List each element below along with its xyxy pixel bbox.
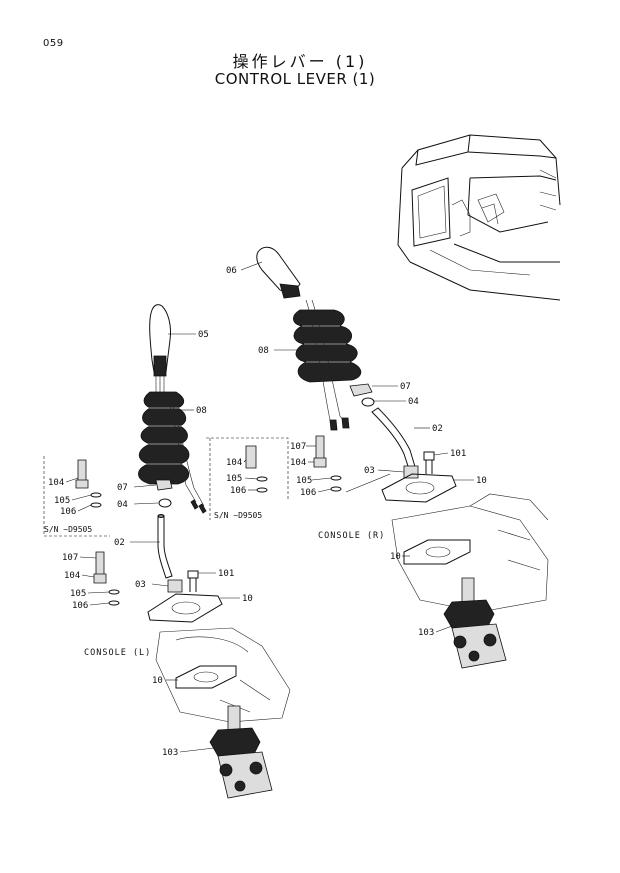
callout-03-left: 03 [135,580,146,590]
page-title: CONTROL LEVER (1) [214,70,376,88]
callout-10-left-upper: 10 [242,594,253,604]
callout-08-right: 08 [258,346,269,356]
callout-10-right-lower: 10 [390,552,401,562]
serial-note-center: S/N ~D9505 [214,511,262,520]
callout-101-left: 101 [218,569,234,579]
callout-106-left: 106 [72,601,88,611]
callout-105-left: 105 [70,589,86,599]
callout-104-center-inset: 104 [226,458,242,468]
grip-05-left [149,304,171,396]
right-lever-assembly [256,246,549,669]
left-lever-assembly [43,304,291,799]
callout-02-right: 02 [432,424,443,434]
callout-106-left-inset: 106 [60,507,76,517]
callout-10-right-upper: 10 [476,476,487,486]
callout-103-right: 103 [418,628,434,638]
callout-04-left: 04 [117,500,128,510]
callout-02-left: 02 [114,538,125,548]
callout-105-left-inset: 105 [54,496,70,506]
callout-04-right: 04 [408,397,419,407]
callout-103-left: 103 [162,748,178,758]
pilot-valve-103-left [209,705,273,799]
page-title-japanese: 操作レバー (1) [232,52,368,71]
callout-104-left-inset: 104 [48,478,64,488]
console-label-right: CONSOLE (R) [318,531,385,541]
right-callouts: 06 08 07 04 02 101 10 03 10 103 107 104 … [214,266,487,638]
console-label-left: CONSOLE (L) [84,648,151,658]
pilot-valve-103-right [443,577,507,669]
callout-105-right: 105 [296,476,312,486]
callout-104-right: 104 [290,458,306,468]
callout-10-left-lower: 10 [152,676,163,686]
leader-lines [65,261,474,753]
callout-106-center-inset: 106 [230,486,246,496]
callout-07-left: 07 [117,483,128,493]
callout-07-right: 07 [400,382,411,392]
callout-104-left: 104 [64,571,80,581]
boot-08-left [138,391,190,485]
cab-illustration [397,134,561,301]
callout-06: 06 [226,266,237,276]
serial-note-left: S/N ~D9505 [44,525,92,534]
callout-106-right: 106 [300,488,316,498]
grip-06-right [256,246,301,299]
callout-05: 05 [198,330,209,340]
left-callouts: 05 08 07 04 02 03 101 10 10 103 107 104 … [44,330,253,758]
callout-107-right: 107 [290,442,306,452]
callout-107-left: 107 [62,553,78,563]
page-number: 059 [43,38,64,49]
boot-08-right [293,309,362,383]
callout-101-right: 101 [450,449,466,459]
callout-105-center-inset: 105 [226,474,242,484]
callout-08-left: 08 [196,406,207,416]
callout-03-right: 03 [364,466,375,476]
